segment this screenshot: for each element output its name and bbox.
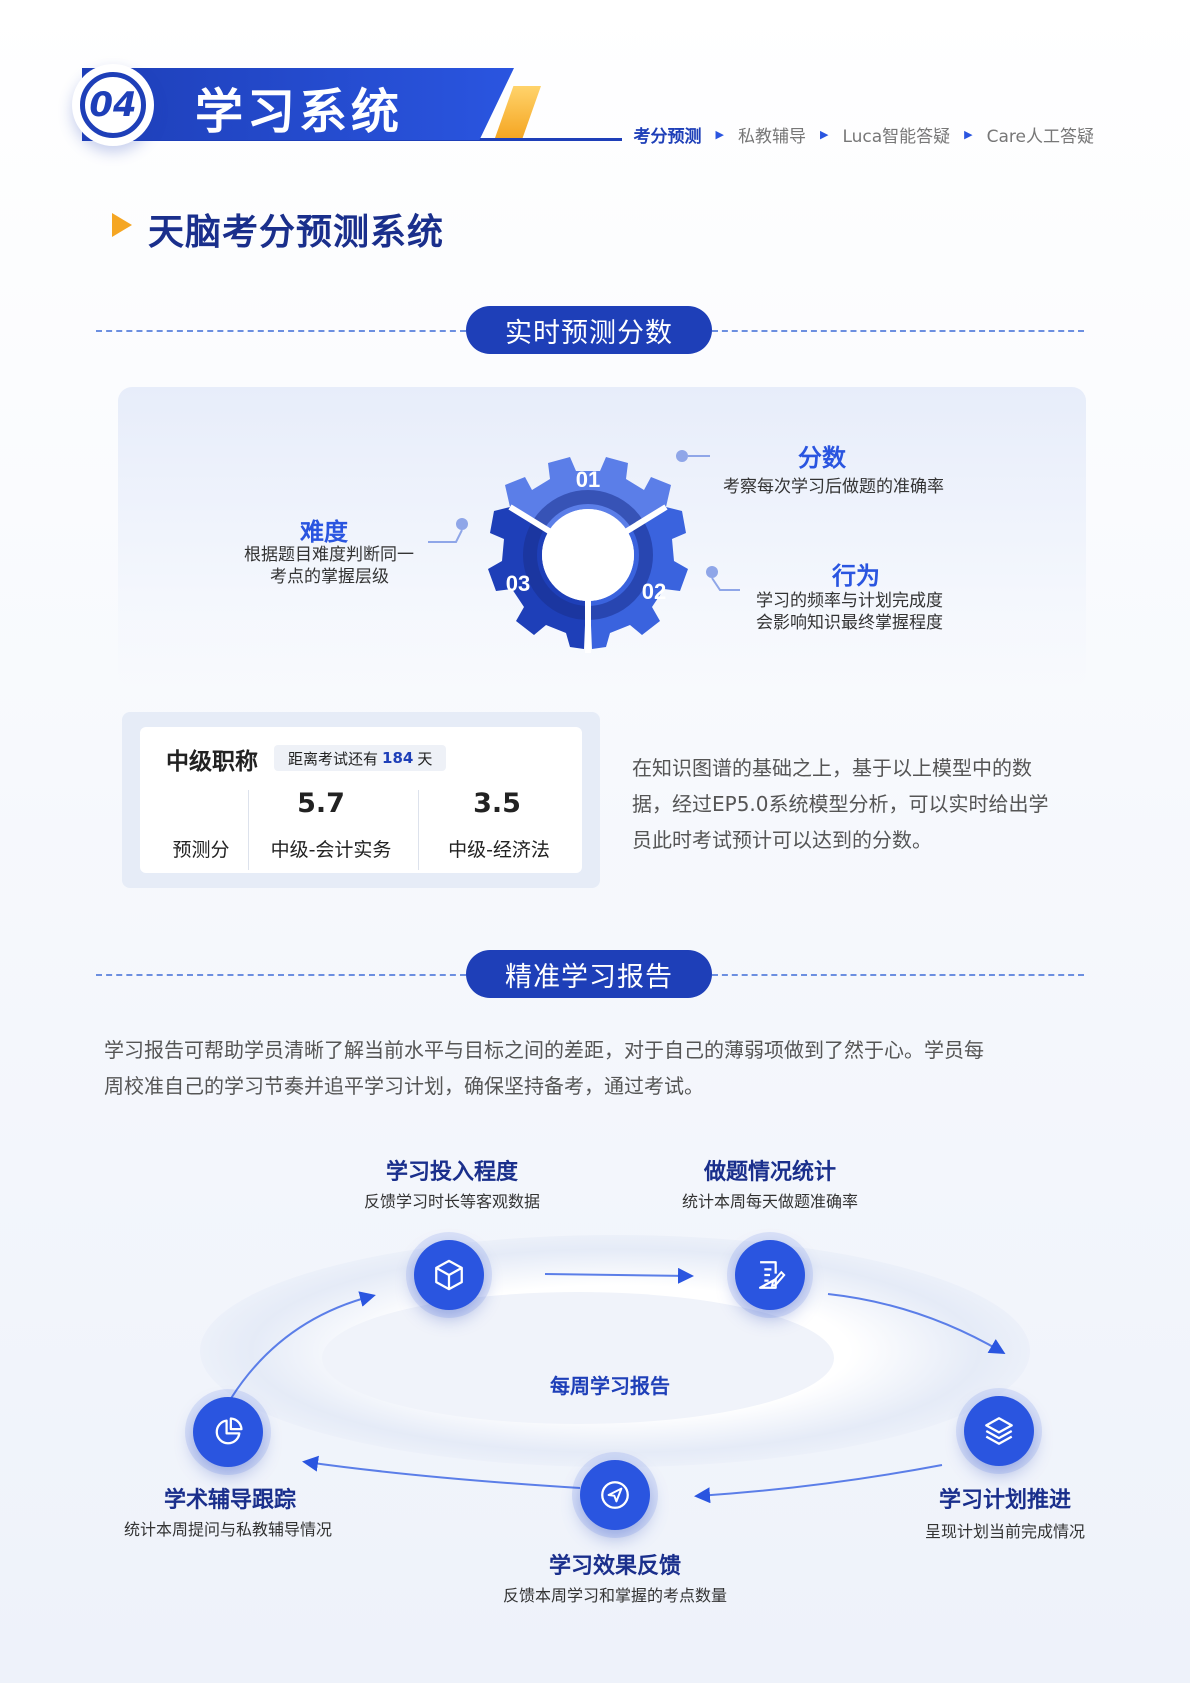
node-text-plan-progress: 呈现计划当前完成情况 xyxy=(924,1522,1085,1541)
predict-score-label: 预测分 xyxy=(172,839,230,861)
triangle-right-icon: ▶ xyxy=(819,128,829,141)
report-pill: 精准学习报告 xyxy=(466,950,712,998)
label-difficulty-title: 难度 xyxy=(300,518,348,546)
nav-item-care-qa[interactable]: Care人工答疑 xyxy=(986,127,1094,147)
nav-item-luca-qa[interactable]: Luca智能答疑 xyxy=(842,127,951,147)
label-difficulty-text-1: 根据题目难度判断同一 xyxy=(244,545,414,565)
node-text-effect-feedback: 反馈本周学习和掌握的考点数量 xyxy=(502,1586,727,1605)
divider-right-2 xyxy=(712,974,1084,976)
countdown-tag: 距离考试还有 184 天 xyxy=(274,745,447,771)
report-intro-line-1: 学习报告可帮助学员清晰了解当前水平与目标之间的差距，对于自己的薄弱项做到了然于心… xyxy=(104,1038,984,1062)
node-text-study-input: 反馈学习时长等客观数据 xyxy=(363,1192,540,1211)
gear-segment-01 xyxy=(505,457,671,555)
node-practice-stats xyxy=(735,1240,805,1310)
report-intro-line-2: 周校准自己的学习节奏并追平学习计划，确保坚持备考，通过考试。 xyxy=(104,1074,704,1098)
gear-number-03: 03 xyxy=(506,571,530,596)
node-text-tutor-tracking: 统计本周提问与私教辅导情况 xyxy=(123,1520,332,1539)
subject-accounting: 中级-会计实务 xyxy=(270,839,392,861)
gear-number-01: 01 xyxy=(576,467,600,492)
divider-left-2 xyxy=(96,974,466,976)
pie-chart-icon xyxy=(215,1417,243,1445)
divider-left xyxy=(96,330,466,332)
node-title-effect-feedback: 学习效果反馈 xyxy=(548,1554,681,1579)
node-tutor-tracking xyxy=(193,1397,263,1467)
node-study-input xyxy=(414,1240,484,1310)
node-effect-feedback xyxy=(580,1460,650,1530)
score-card-title: 中级职称 xyxy=(166,749,258,775)
node-title-practice-stats: 做题情况统计 xyxy=(703,1160,836,1185)
node-title-study-input: 学习投入程度 xyxy=(385,1160,518,1185)
label-difficulty-text-2: 考点的掌握层级 xyxy=(270,567,389,587)
card-divider-1 xyxy=(248,790,249,870)
predict-description-line-2: 据，经过EP5.0系统模型分析，可以实时给出学 xyxy=(632,792,1049,816)
predict-description-line-1: 在知识图谱的基础之上，基于以上模型中的数 xyxy=(632,756,1032,780)
chapter-badge: 04 xyxy=(72,64,154,146)
score-value-accounting: 5.7 xyxy=(297,788,345,819)
label-behavior-title: 行为 xyxy=(832,562,880,590)
predict-description-line-3: 员此时考试预计可以达到的分数。 xyxy=(632,828,932,852)
triangle-right-icon: ▶ xyxy=(964,128,973,141)
cycle-arrows xyxy=(229,1267,1006,1504)
node-title-tutor-tracking: 学术辅导跟踪 xyxy=(163,1488,296,1513)
gear-number-02: 02 xyxy=(642,579,666,604)
report-intro: 学习报告可帮助学员清晰了解当前水平与目标之间的差距，对于自己的薄弱项做到了然于心… xyxy=(104,1032,1094,1104)
section-triangle-icon xyxy=(112,213,132,237)
weekly-report-label: 每周学习报告 xyxy=(550,1374,670,1398)
nav-item-score-predict[interactable]: 考分预测 xyxy=(633,127,702,147)
node-plan-progress xyxy=(964,1396,1034,1466)
countdown-suffix: 天 xyxy=(417,749,433,768)
report-ring-center xyxy=(322,1292,834,1424)
node-text-practice-stats: 统计本周每天做题准确率 xyxy=(681,1192,858,1211)
header-banner xyxy=(82,68,514,140)
divider-right xyxy=(712,330,1084,332)
section-title: 天脑考分预测系统 xyxy=(148,212,445,253)
label-score-title: 分数 xyxy=(798,444,846,472)
paper-plane-icon xyxy=(601,1481,629,1509)
predict-pill: 实时预测分数 xyxy=(466,306,712,354)
node-title-plan-progress: 学习计划推进 xyxy=(938,1488,1071,1513)
chapter-number: 04 xyxy=(80,72,146,138)
card-divider-2 xyxy=(418,790,419,870)
nav-item-private-tutor[interactable]: 私教辅导 xyxy=(737,127,806,147)
label-behavior-text-2: 会影响知识最终掌握程度 xyxy=(756,613,943,633)
countdown-days: 184 xyxy=(382,749,414,767)
page-title: 学习系统 xyxy=(195,84,404,140)
header-accent-shape xyxy=(495,86,541,138)
layers-icon xyxy=(985,1417,1013,1445)
breadcrumb-nav: 考分预测 ▶ 私教辅导 ▶ Luca智能答疑 ▶ Care人工答疑 xyxy=(634,122,1095,147)
countdown-prefix: 距离考试还有 xyxy=(288,749,379,768)
triangle-right-icon: ▶ xyxy=(715,128,724,141)
edit-list-icon xyxy=(758,1261,786,1289)
score-value-economic-law: 3.5 xyxy=(473,788,521,819)
gear-connectors xyxy=(428,450,740,591)
gear-diagram: 01 02 03 xyxy=(488,457,688,653)
label-behavior-text-1: 学习的频率与计划完成度 xyxy=(756,591,943,611)
cube-icon xyxy=(435,1259,463,1291)
predict-description: 在知识图谱的基础之上，基于以上模型中的数 据，经过EP5.0系统模型分析，可以实… xyxy=(632,750,1092,858)
subject-economic-law: 中级-经济法 xyxy=(448,839,550,861)
label-score-text: 考察每次学习后做题的准确率 xyxy=(723,477,944,497)
